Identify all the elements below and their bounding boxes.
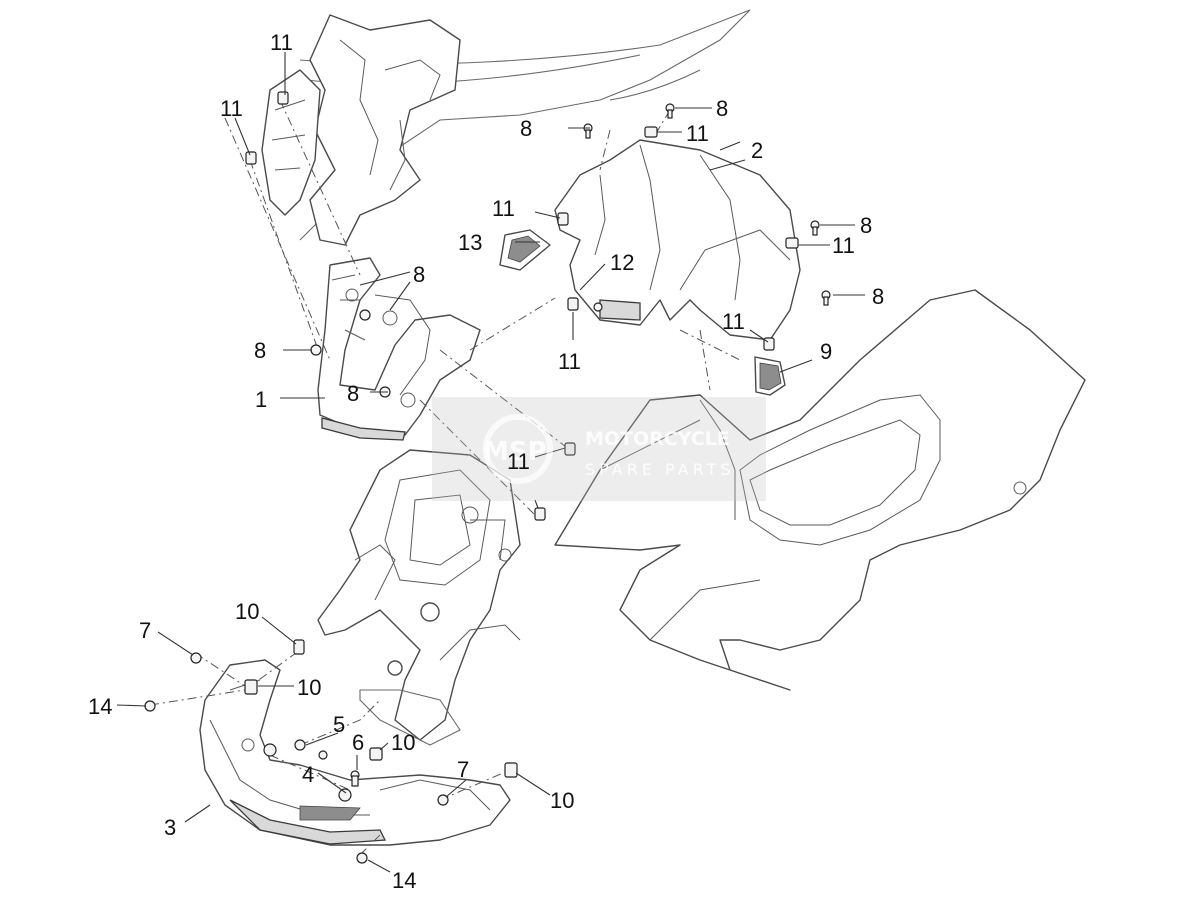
callout-1: 1 [255, 387, 267, 412]
clip-10-a [293, 639, 305, 655]
callout-11b: 11 [220, 96, 243, 121]
part-13-clip [499, 229, 551, 271]
callout-10c: 10 [391, 730, 415, 755]
leader-lines [116, 52, 865, 873]
upper-bracket [261, 14, 461, 246]
clip-10-c [369, 747, 383, 761]
callout-12: 12 [610, 250, 634, 275]
clip-11-a [277, 91, 289, 105]
part-1-upper-mask [317, 257, 481, 441]
nut-5 [294, 739, 328, 760]
callout-10b: 10 [297, 675, 321, 700]
screw-7-b [437, 794, 449, 806]
callout-9: 9 [820, 339, 832, 364]
callout-8a: 8 [716, 96, 728, 121]
callout-11d: 11 [492, 196, 515, 221]
callout-4: 4 [302, 762, 314, 787]
callout-8f: 8 [254, 338, 266, 363]
part-2-instrument-cover [554, 139, 801, 341]
callout-8g: 8 [347, 381, 359, 406]
screw-8-d [821, 290, 831, 306]
callout-11a: 11 [270, 30, 293, 55]
callout-8e: 8 [413, 262, 425, 287]
clip-11-b [245, 151, 257, 165]
callout-2: 2 [751, 138, 763, 163]
screw-14-a [144, 700, 156, 712]
clip-11-d [557, 212, 569, 226]
callout-8c: 8 [860, 213, 872, 238]
part-9-cover [754, 356, 786, 396]
clip-11-e [785, 237, 799, 249]
watermark-line1: MOTORCYCLE [585, 428, 730, 450]
screw-6 [350, 770, 360, 787]
callout-13: 13 [458, 230, 482, 255]
clip-10-d [504, 762, 518, 778]
callout-14a: 14 [88, 694, 112, 719]
callout-11g: 11 [722, 309, 745, 334]
callout-10a: 10 [235, 599, 259, 624]
callout-labels: 1 2 3 4 5 6 7 7 8 8 8 8 8 8 8 9 10 10 10… [88, 30, 884, 893]
nut-12 [593, 302, 603, 312]
screw-8-a [665, 103, 675, 119]
watermark-line2: SPARE PARTS [585, 460, 735, 479]
screw-8-f [359, 309, 371, 321]
assembly-lines [149, 99, 741, 856]
fasteners [144, 91, 831, 864]
watermark: MSP MOTORCYCLE SPARE PARTS [432, 397, 766, 501]
watermark-logo: MSP [483, 437, 547, 467]
clip-11-i [534, 507, 546, 521]
clip-11-f [567, 297, 579, 311]
callout-7b: 7 [457, 757, 469, 782]
callout-8b: 8 [520, 116, 532, 141]
side-fairing [554, 289, 1086, 691]
callout-11h: 11 [507, 449, 530, 474]
callout-11e: 11 [832, 233, 855, 258]
clip-11-h [564, 442, 576, 456]
callout-11f: 11 [558, 349, 581, 374]
callout-7a: 7 [139, 618, 151, 643]
callout-5: 5 [333, 712, 345, 737]
screw-7-a [190, 652, 202, 664]
clip-10-b [244, 679, 258, 695]
callout-14b: 14 [392, 868, 416, 893]
headlight-frame [317, 449, 521, 746]
callout-8d: 8 [872, 284, 884, 309]
callout-6: 6 [352, 730, 364, 755]
screw-8-c [810, 220, 820, 236]
screw-14-b [356, 852, 368, 864]
callout-10d: 10 [550, 788, 574, 813]
grommet-4 [263, 743, 352, 802]
screw-8-b [583, 123, 593, 139]
screw-8-e [310, 344, 322, 356]
callout-3: 3 [164, 815, 176, 840]
clip-11-c [644, 126, 658, 138]
part-3-lower-mask [199, 659, 511, 846]
callout-11c: 11 [686, 121, 709, 146]
